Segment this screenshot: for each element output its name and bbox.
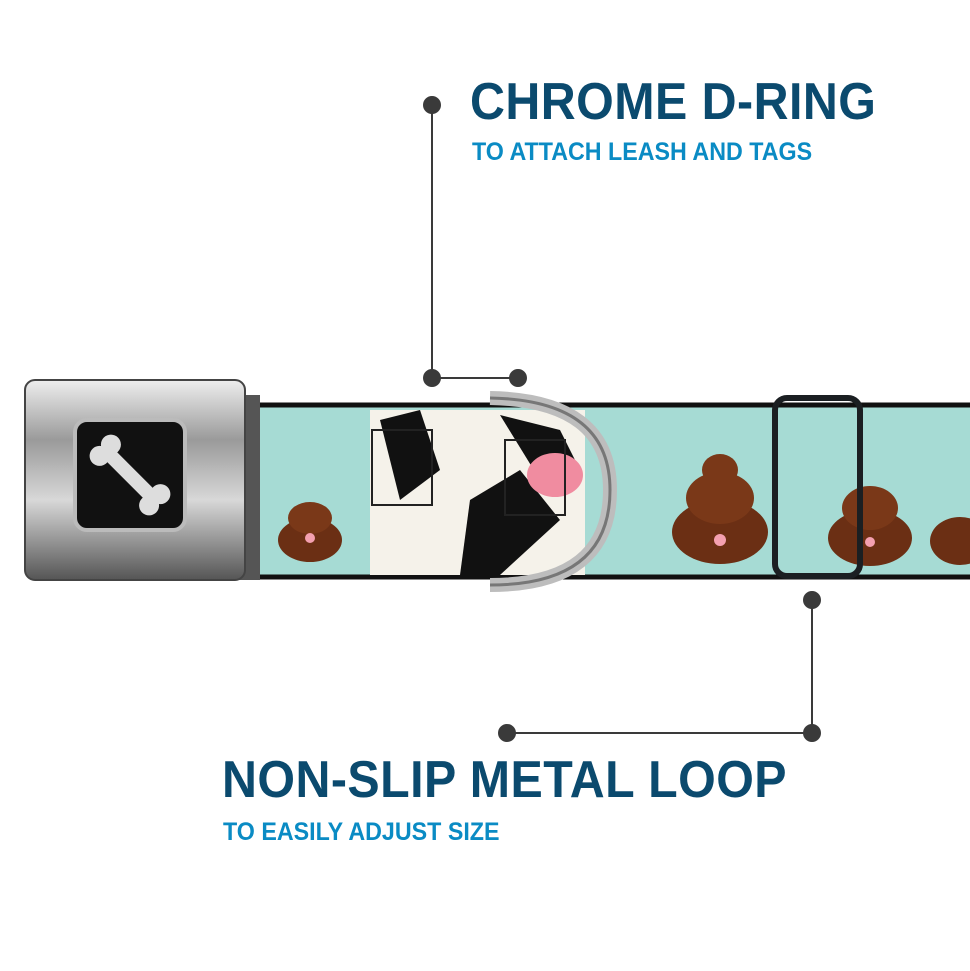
d-ring-callout-subtitle: TO ATTACH LEASH AND TAGS [472, 138, 813, 166]
chrome-d-ring [489, 391, 618, 592]
d-ring-callout-title: CHROME D-RING [470, 73, 877, 131]
seatbelt-buckle [24, 379, 260, 581]
metal-loop [772, 395, 863, 579]
d-ring-leader-line [423, 96, 527, 387]
loop-callout-subtitle: TO EASILY ADJUST SIZE [223, 818, 500, 846]
loop-leader-line [498, 591, 821, 742]
poop-emoji-pattern [278, 454, 970, 566]
cow-pattern [370, 410, 585, 575]
bone-icon [89, 434, 171, 516]
loop-callout-title: NON-SLIP METAL LOOP [222, 751, 788, 809]
